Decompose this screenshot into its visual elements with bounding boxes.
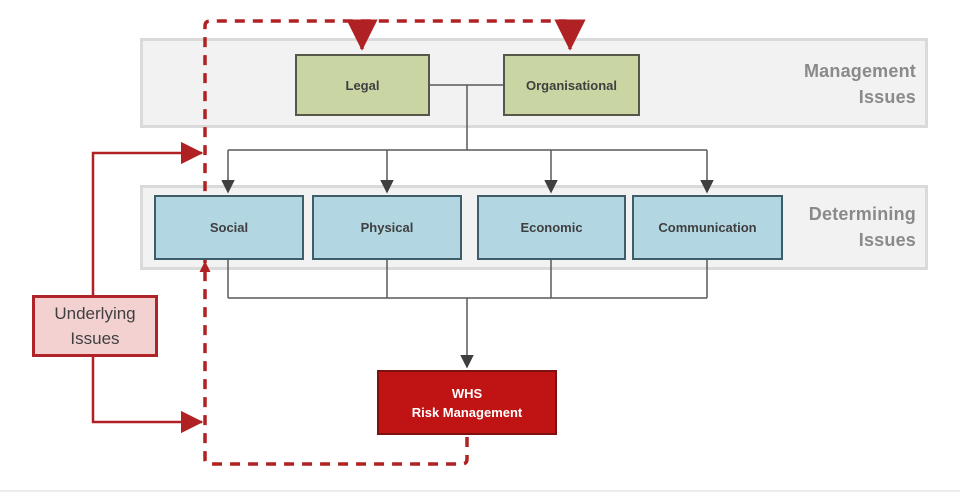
underlying-connectors xyxy=(91,141,204,434)
underlying-top-arrow xyxy=(91,141,204,295)
economic-box: Economic xyxy=(477,195,626,260)
underlying-issues-box: Underlying Issues xyxy=(32,295,158,357)
physical-box: Physical xyxy=(312,195,462,260)
underlying-bottom-arrow xyxy=(91,357,204,434)
feedback-up-arrow-to-social xyxy=(199,261,211,272)
determining-issues-label: Determining Issues xyxy=(808,204,916,250)
whs-risk-management-box: WHS Risk Management xyxy=(377,370,557,435)
management-issues-label: Management Issues xyxy=(803,61,916,107)
social-box: Social xyxy=(154,195,304,260)
organisational-box: Organisational xyxy=(503,54,640,116)
legal-box: Legal xyxy=(295,54,430,116)
communication-box: Communication xyxy=(632,195,783,260)
gray-connectors xyxy=(221,84,714,369)
bottom-divider-line xyxy=(0,490,960,492)
